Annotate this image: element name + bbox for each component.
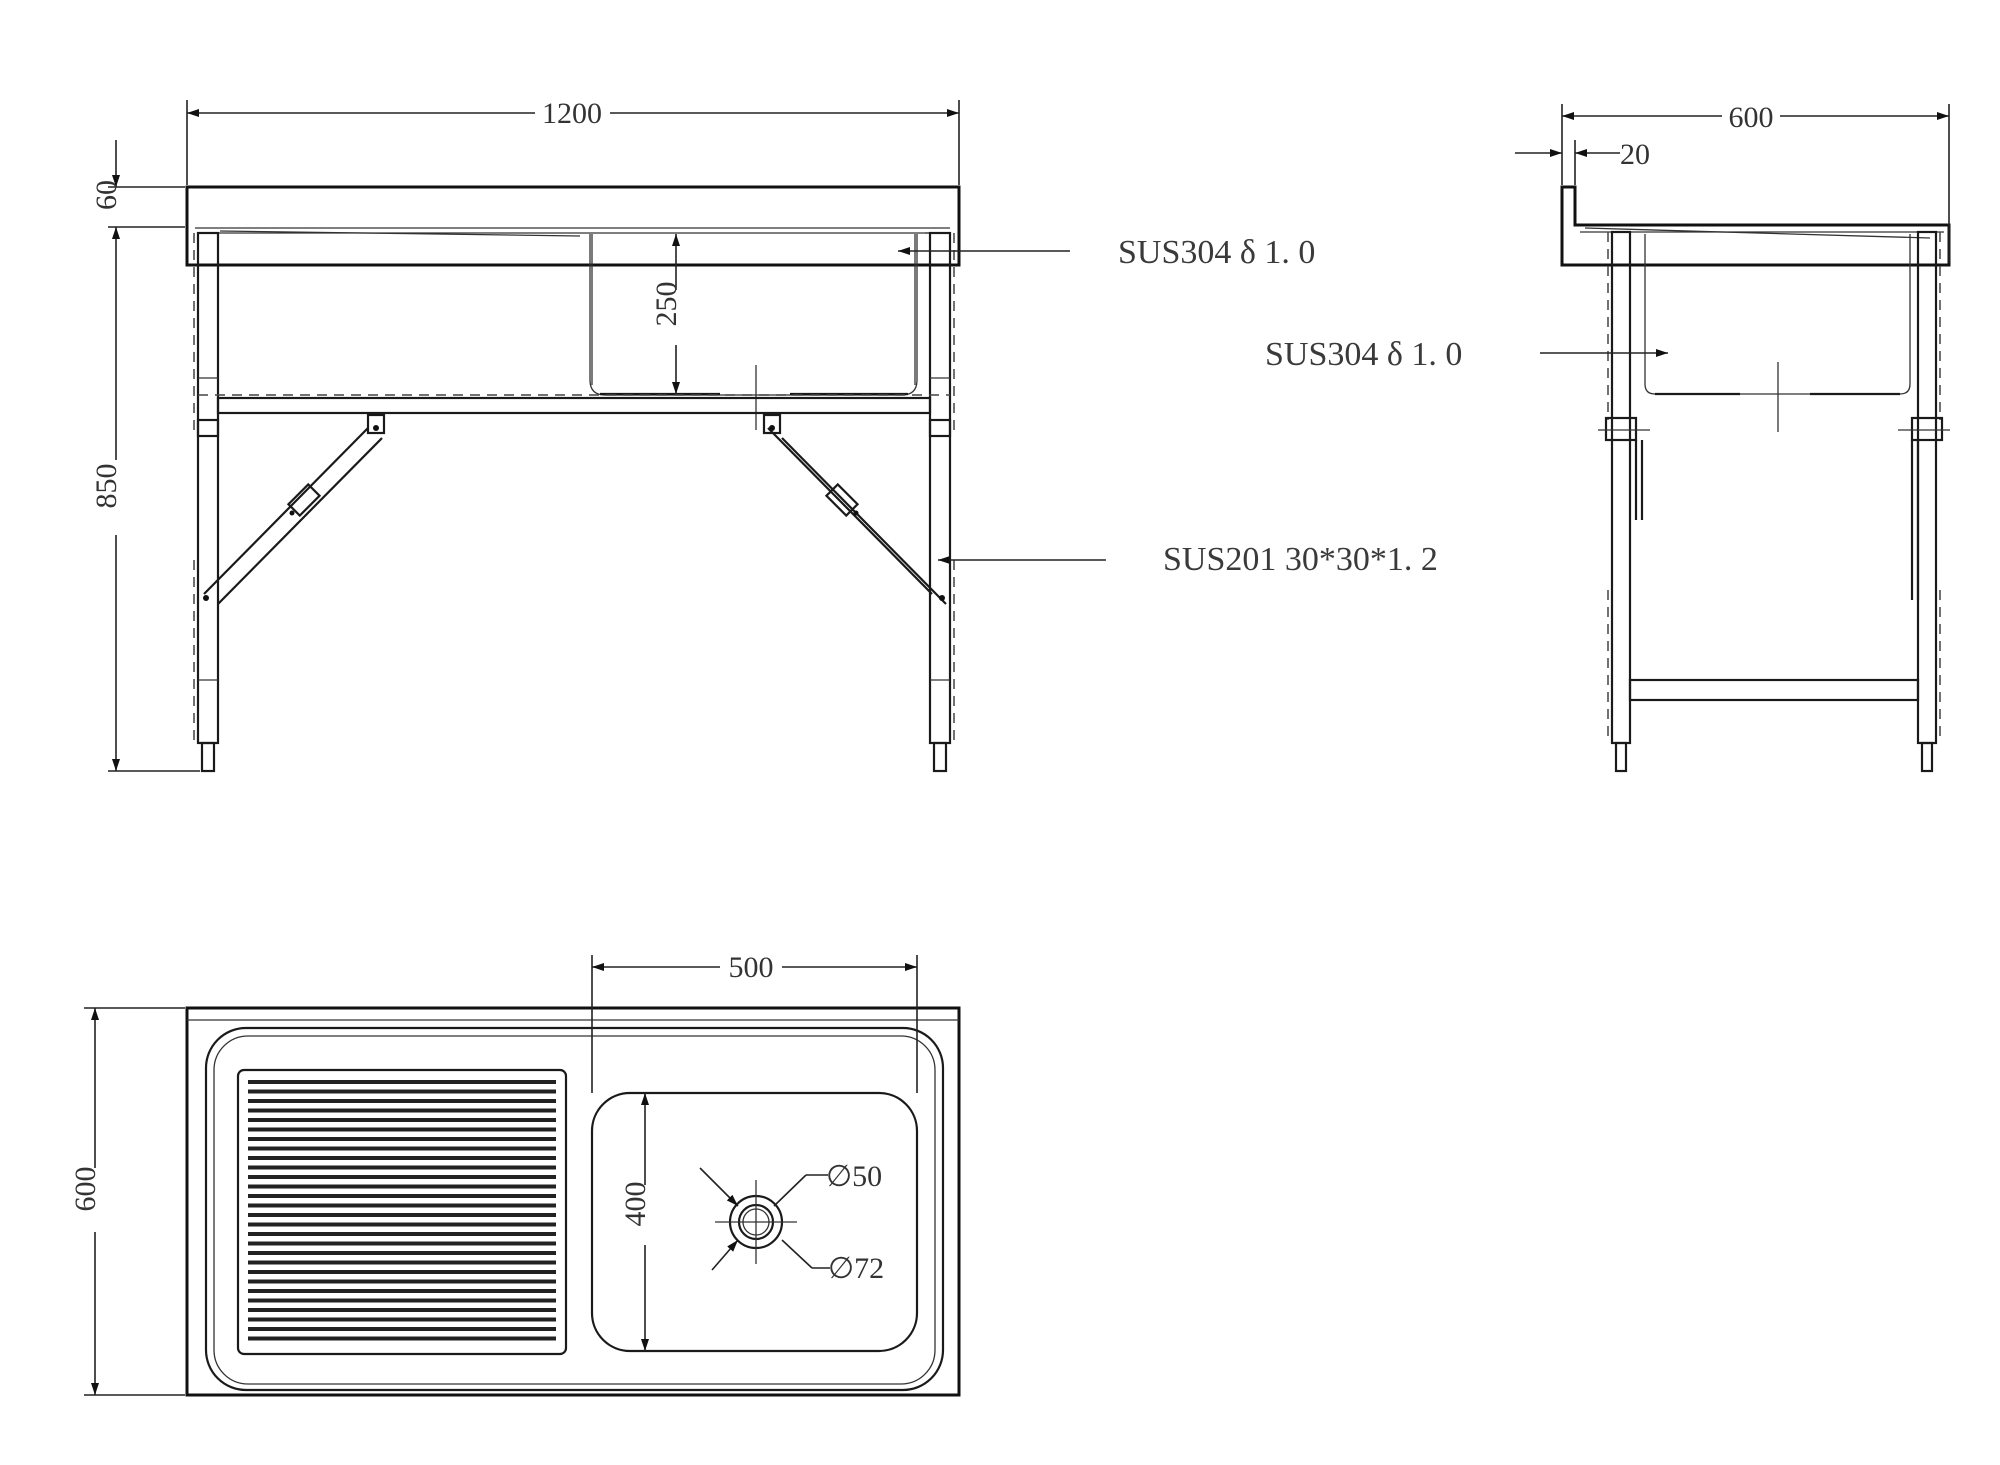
top-bowl (590, 1091, 919, 1353)
dim-label-width: 1200 (542, 97, 602, 130)
dim-top-60: 60 (90, 140, 185, 228)
dim-height-850: 850 (90, 227, 200, 772)
dim-bowl-width-500: 500 (591, 951, 918, 1093)
front-view: 1200 60 850 250 (90, 97, 1106, 773)
note-bowl-material: SUS304 δ 1. 0 (1265, 336, 1462, 373)
dim-label-bowl-depth: 250 (650, 282, 683, 327)
side-lower-rail (1628, 678, 1920, 702)
front-crossbar (216, 396, 932, 415)
front-leg-left (196, 231, 220, 745)
drain-outlet: ∅50 ∅72 (699, 1160, 884, 1285)
top-view: ∅50 ∅72 500 600 400 (69, 951, 961, 1397)
dim-depth-600: 600 (1561, 101, 1950, 263)
drain-label-outer: ∅72 (828, 1252, 884, 1285)
front-brace-left (203, 425, 383, 605)
dim-label-overall-depth: 600 (69, 1167, 102, 1212)
front-brace-right (767, 425, 947, 605)
top-drainboard (236, 1068, 568, 1356)
dim-label-upstand: 20 (1620, 138, 1650, 171)
drain-label-inner: ∅50 (826, 1160, 882, 1193)
note-top-material: SUS304 δ 1. 0 (1118, 234, 1315, 271)
side-leg-right (1916, 230, 1938, 745)
dim-label-bowl-width: 500 (729, 951, 774, 984)
dim-label-height: 850 (90, 464, 123, 509)
side-worktop (1560, 185, 1951, 267)
side-leg-left (1610, 230, 1632, 745)
note-frame-material: SUS201 30*30*1. 2 (1163, 541, 1438, 578)
top-inner-tray (204, 1026, 945, 1392)
dim-label-top: 60 (90, 180, 123, 210)
dim-label-depth: 600 (1729, 101, 1774, 134)
front-leg-right (928, 231, 952, 745)
dim-width-1200: 1200 (186, 97, 960, 185)
dim-overall-depth-600: 600 (69, 1007, 185, 1396)
top-outline (185, 1006, 961, 1397)
dim-bowl-250: 250 (650, 234, 683, 394)
front-bowl (589, 234, 918, 396)
front-worktop (185, 185, 961, 267)
dim-bowl-depth-400: 400 (619, 1093, 652, 1351)
dim-label-top-bowl-depth: 400 (619, 1182, 652, 1227)
side-view: 600 20 (1515, 101, 1951, 773)
dim-upstand-20: 20 (1515, 138, 1650, 185)
